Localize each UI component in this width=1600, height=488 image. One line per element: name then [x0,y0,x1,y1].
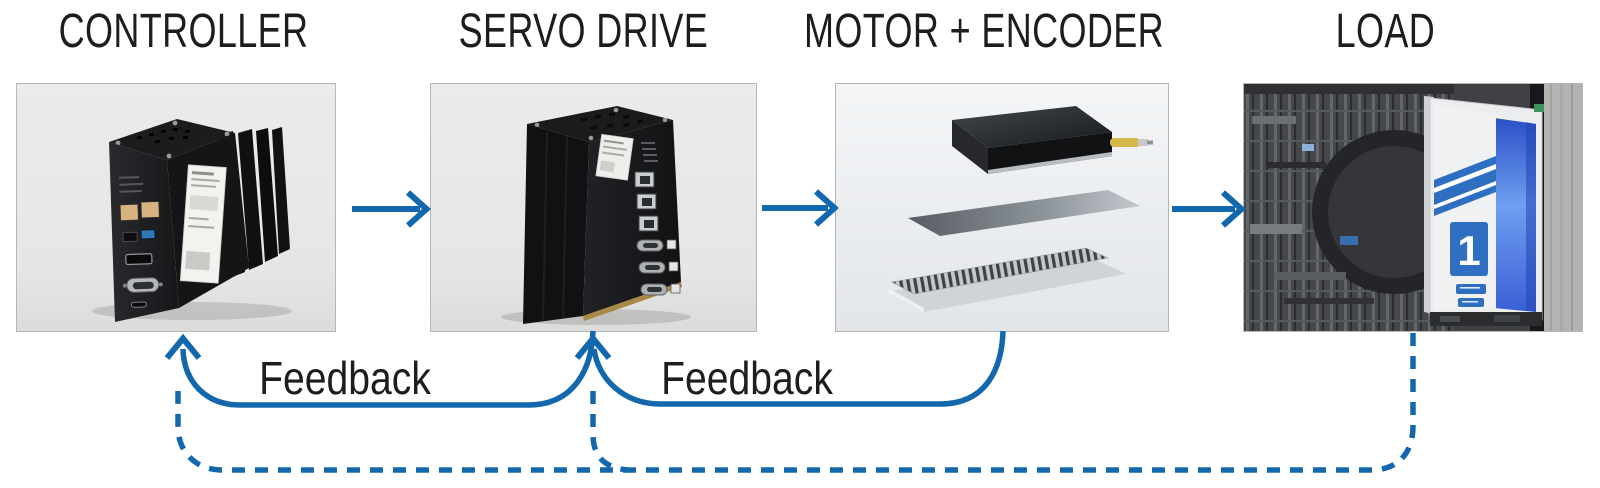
controller-screws [115,120,230,159]
servo-product-label [595,133,634,181]
load-number-tile: 1 [1450,222,1488,276]
node-label-motor-encoder: MOTOR + ENCODER [804,4,1164,58]
usb-ports-icon [122,229,156,243]
load-cabin: 1 [1424,96,1544,326]
servo-drive-device-illustration [431,84,756,331]
controller-front-ports [118,176,163,308]
controller-photo [16,83,336,332]
servo-dsub-connectors-icon [636,239,681,296]
arrow-controller-to-servo [352,190,432,228]
node-label-load: LOAD [1335,4,1435,58]
load-tag-upper [1456,284,1486,294]
servo-screws [534,107,668,141]
ethernet-ports-icon [119,200,160,222]
feedback-label-2: Feedback [661,352,833,404]
servo-top-vents [580,112,644,130]
arrow-servo-to-motor [762,189,840,227]
controller-vent-holes [137,128,190,143]
node-label-controller: CONTROLLER [59,4,309,58]
motor-magnet-plate [908,190,1140,236]
motor-encoder-photo [835,83,1169,332]
motor-forcer-block [952,106,1153,174]
servo-connector-column [634,171,681,296]
servo-led-rows [641,142,658,162]
usb-c-port-icon [130,301,147,308]
displayport-icon [125,253,153,266]
motor-magnet-track [886,247,1126,312]
load-clamp [1534,104,1544,112]
servo-ethernet-ports-icon [634,171,659,232]
load-machinery-background [1244,84,1476,331]
feedback-label-1: Feedback [259,352,431,404]
motor-cable-icon [1110,138,1153,147]
controller-product-label [179,164,227,284]
node-label-servo-drive: SERVO DRIVE [458,4,708,58]
elevator-load-illustration: 1 [1244,84,1582,331]
linear-motor-illustration [836,84,1168,331]
controller-device-illustration [17,84,335,331]
dsub-connector-icon [122,277,163,293]
load-photo: 1 [1243,83,1583,332]
arrow-motor-to-load [1172,190,1247,228]
servo-top-face [527,106,673,142]
load-number-badge: 1 [1457,227,1480,274]
load-concrete-wall [1544,84,1582,331]
servo-heatsink-panel [523,124,589,324]
servo-drive-photo [430,83,757,332]
